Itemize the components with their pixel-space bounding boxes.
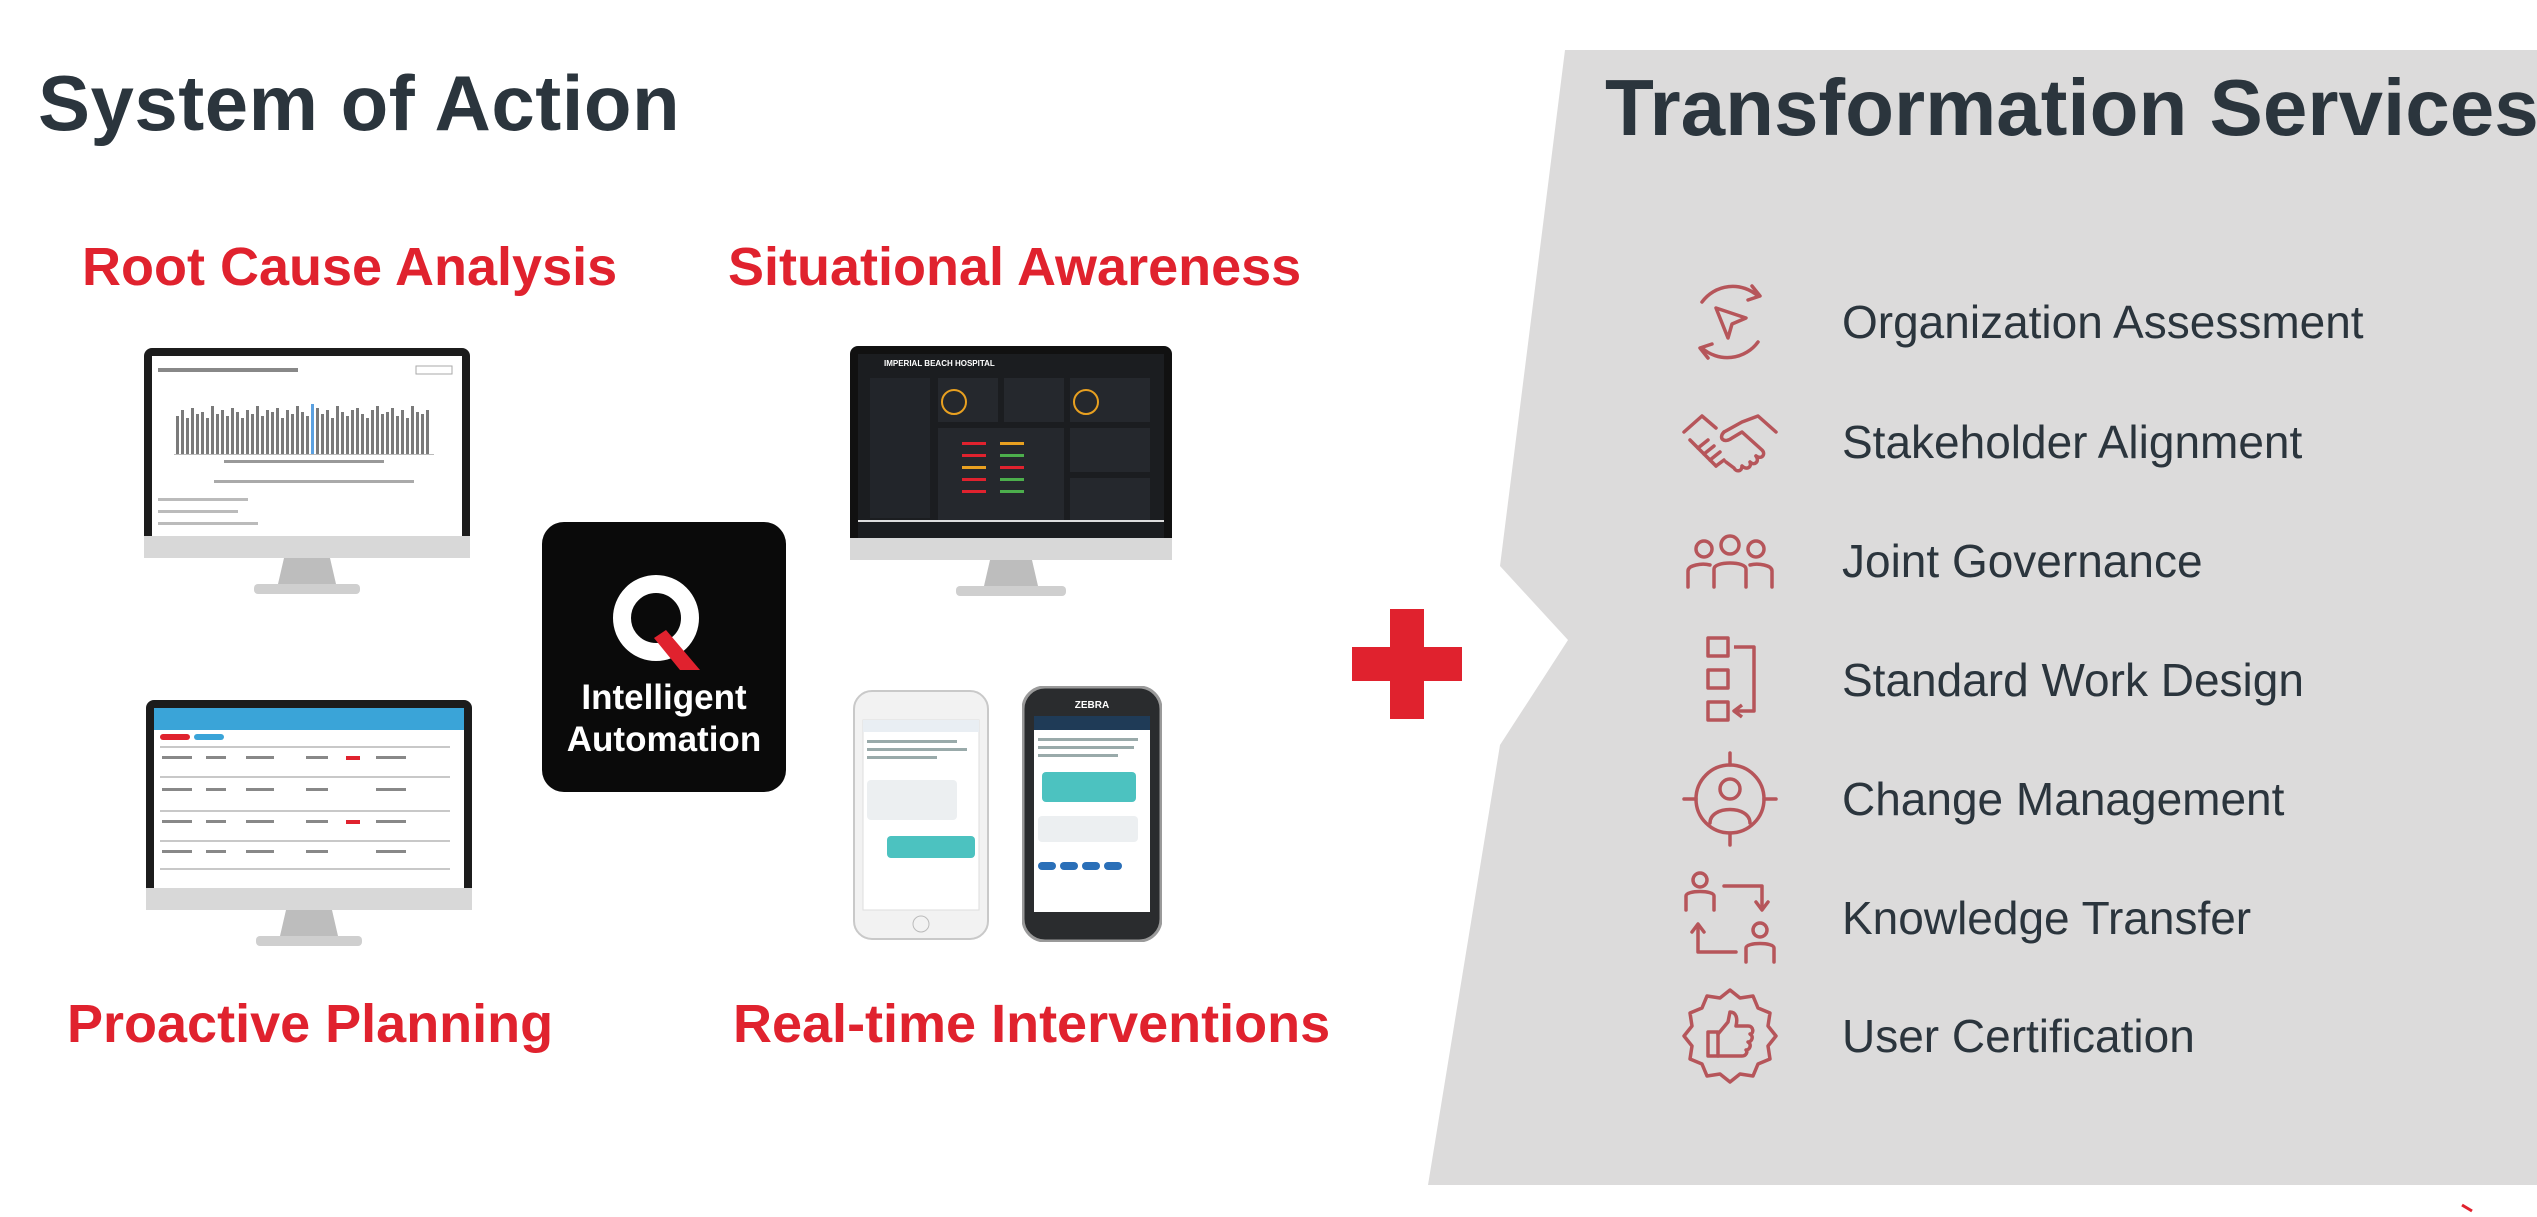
badge-line-1: Intelligent	[581, 678, 747, 717]
service-label: Joint Governance	[1842, 535, 2203, 587]
service-standard-work-design: Standard Work Design	[1680, 630, 2480, 730]
root-cause-analysis-label: Root Cause Analysis	[82, 237, 618, 297]
hospital-title: IMPERIAL BEACH HOSPITAL	[884, 359, 995, 368]
situational-awareness-label: Situational Awareness	[728, 237, 1302, 297]
person-target-icon	[1682, 751, 1778, 847]
realtime-interventions-label: Real-time Interventions	[733, 994, 1331, 1054]
service-label: Change Management	[1842, 773, 2285, 825]
thumbs-up-badge-icon	[1682, 988, 1778, 1084]
situational-awareness-monitor-image: IMPERIAL BEACH HOSPITAL	[850, 346, 1172, 596]
service-user-certification: User Certification	[1680, 986, 2480, 1086]
system-of-action-title: System of Action	[38, 59, 681, 147]
flowchart-icon	[1706, 636, 1756, 722]
service-stakeholder-alignment: Stakeholder Alignment	[1680, 392, 2480, 492]
cursor-cycle-icon	[1698, 284, 1762, 360]
service-joint-governance: Joint Governance	[1680, 511, 2480, 611]
iphone-device-image	[853, 690, 989, 940]
zebra-brand-text: ZEBRA	[1075, 700, 1109, 711]
group-icon	[1686, 534, 1774, 589]
transformation-services-title: Transformation Services	[1605, 63, 2537, 152]
service-change-management: Change Management	[1680, 749, 2480, 849]
proactive-planning-monitor-image	[146, 700, 472, 946]
service-label: Knowledge Transfer	[1842, 892, 2252, 944]
badge-line-2: Automation	[566, 720, 762, 759]
service-label: Organization Assessment	[1842, 296, 2364, 348]
root-cause-monitor-image	[144, 348, 470, 594]
service-organization-assessment: Organization Assessment	[1680, 272, 2480, 372]
proactive-planning-label: Proactive Planning	[67, 994, 554, 1054]
service-label: User Certification	[1842, 1010, 2195, 1062]
zebra-device-image: ZEBRA	[1022, 686, 1162, 942]
service-knowledge-transfer: Knowledge Transfer	[1680, 868, 2480, 968]
intelligent-automation-badge: Intelligent Automation	[542, 522, 786, 792]
plus-icon	[1352, 609, 1462, 719]
person-exchange-icon	[1684, 871, 1776, 964]
handshake-icon	[1682, 414, 1778, 473]
q-logo-icon	[613, 575, 700, 670]
service-label: Stakeholder Alignment	[1842, 416, 2303, 468]
service-label: Standard Work Design	[1842, 654, 2304, 706]
